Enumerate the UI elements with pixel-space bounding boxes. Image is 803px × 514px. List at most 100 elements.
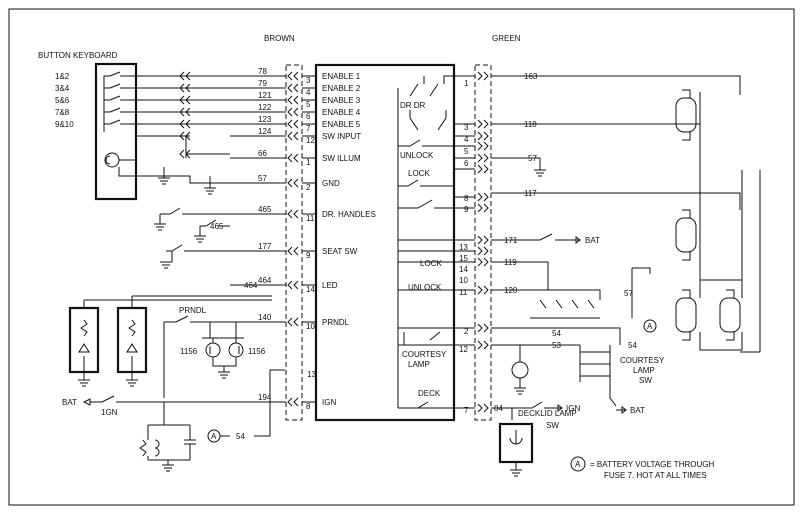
- right-pin: 6: [464, 159, 469, 168]
- legend-text-2: FUSE 7. HOT AT ALL TIMES: [604, 471, 707, 480]
- right-wire: 120: [504, 286, 518, 295]
- module-terminal-label: SW ILLUM: [322, 154, 361, 163]
- left-pin-number: 11: [306, 214, 315, 223]
- right-wire: 117: [524, 189, 537, 198]
- lock-label: LOCK: [408, 169, 430, 178]
- left-wire-chevron: [287, 83, 299, 93]
- left-wire-number: 465: [258, 205, 272, 214]
- right-pin: 8: [464, 194, 469, 203]
- left-pin-number: 4: [306, 88, 311, 97]
- lock-label-2: LOCK: [420, 259, 442, 268]
- right-pin: 11: [459, 288, 468, 297]
- left-pin-number: 3: [306, 76, 311, 85]
- pin-13: 13: [307, 370, 316, 379]
- prndl-switch-label: PRNDL: [179, 306, 207, 315]
- left-pin-number: 10: [306, 322, 315, 331]
- left-wire-chevron: [287, 71, 299, 81]
- unlock-label-2: UNLOCK: [408, 283, 442, 292]
- keyboard-button-label: 1&2: [55, 72, 70, 81]
- left-wire-number: 78: [258, 67, 267, 76]
- module-terminal-label: LED: [322, 281, 338, 290]
- keyboard-button-labels: 1&2 3&4 5&6 7&8 9&10: [55, 72, 74, 129]
- module-terminal-label: PRNDL: [322, 318, 350, 327]
- keyboard-button-label: 7&8: [55, 108, 70, 117]
- module-terminal-label: ENABLE 2: [322, 84, 361, 93]
- left-wire-chevron: [287, 209, 299, 219]
- right-wire: 84: [494, 404, 503, 413]
- keyboard-title: BUTTON KEYBOARD: [38, 51, 118, 60]
- bat-label-left: BAT: [62, 398, 77, 407]
- module-terminal-label: ENABLE 5: [322, 120, 361, 129]
- decklid-label: DECKLID LAMP: [518, 409, 577, 418]
- left-wire-chevron: [287, 280, 299, 290]
- left-wire-number: 177: [258, 242, 272, 251]
- left-wire-number: 464: [258, 276, 272, 285]
- brown-connector: [285, 64, 303, 421]
- bulb-label-right: 1156: [248, 347, 266, 356]
- keyboard-button-label: 5&6: [55, 96, 70, 105]
- wire-464a: 464: [244, 281, 258, 290]
- module-terminal-label: ENABLE 1: [322, 72, 361, 81]
- left-pin-number: 1: [306, 158, 311, 167]
- decklid-label: SW: [546, 421, 559, 430]
- courtesy-sw-label: COURTESY: [620, 356, 665, 365]
- right-wire: 171: [504, 236, 518, 245]
- left-wire-chevron: [287, 246, 299, 256]
- left-wire-chevron: [287, 107, 299, 117]
- left-wire-chevron: [287, 178, 299, 188]
- left-pin-number: 7: [306, 124, 311, 133]
- wire-54: 54: [236, 432, 245, 441]
- courtesy-sw-label: LAMP: [633, 366, 655, 375]
- left-wire-number: 57: [258, 174, 267, 183]
- left-wire-number: 66: [258, 149, 267, 158]
- right-pin: 3: [464, 123, 469, 132]
- left-pin-number: 6: [306, 112, 311, 121]
- left-wire-number: 79: [258, 79, 267, 88]
- left-wire-number: 140: [258, 313, 272, 322]
- keyboard-button-label: 9&10: [55, 120, 74, 129]
- right-wire: 163: [524, 72, 538, 81]
- left-wire-number: 122: [258, 103, 272, 112]
- right-wire: 119: [504, 258, 517, 267]
- left-wire-chevron: [287, 153, 299, 163]
- left-wire-chevron: [287, 95, 299, 105]
- bat-label-right: BAT: [585, 236, 600, 245]
- right-wire: 118: [524, 120, 537, 129]
- green-connector: [474, 64, 492, 421]
- left-pin-number: 8: [306, 402, 311, 411]
- right-wire: 57: [624, 289, 633, 298]
- keyboard-lamp-icon: [104, 152, 120, 168]
- keyboard-button-label: 3&4: [55, 84, 70, 93]
- module-terminal-label: ENABLE 3: [322, 96, 361, 105]
- marker-a-left: A: [211, 432, 217, 441]
- courtesy-sw-label: SW: [639, 376, 652, 385]
- module-terminal-label: SEAT SW: [322, 247, 358, 256]
- left-pin-number: 9: [306, 251, 311, 260]
- right-pin: 5: [464, 147, 469, 156]
- courtesy-label: COURTESY: [402, 350, 447, 359]
- marker-a-right: A: [647, 322, 653, 331]
- left-wire-chevron: [287, 317, 299, 327]
- right-pin: 1: [464, 79, 469, 88]
- right-wire: 54: [628, 341, 637, 350]
- bat-label-right-2: BAT: [630, 406, 645, 415]
- green-connector-label: GREEN: [492, 34, 521, 43]
- ign-label-right: IGN: [566, 404, 580, 413]
- legend-text-1: = BATTERY VOLTAGE THROUGH: [590, 460, 714, 469]
- right-pin: 9: [464, 205, 469, 214]
- module-terminal-label: DR. HANDLES: [322, 210, 376, 219]
- module-terminal-label: SW INPUT: [322, 132, 361, 141]
- bulb-label-left: 1156: [180, 347, 198, 356]
- right-pin: 13: [459, 243, 468, 252]
- left-wire-chevron: [287, 119, 299, 129]
- lamp-label: LAMP: [408, 360, 430, 369]
- left-circuit-graphics: [68, 71, 285, 472]
- left-wire-number: 123: [258, 115, 272, 124]
- right-wire: 57: [528, 154, 537, 163]
- left-pin-number: 14: [306, 285, 315, 294]
- right-pin: 14: [459, 265, 468, 274]
- keyboard-switches: [103, 71, 136, 132]
- ign-switch-label: 1GN: [101, 408, 118, 417]
